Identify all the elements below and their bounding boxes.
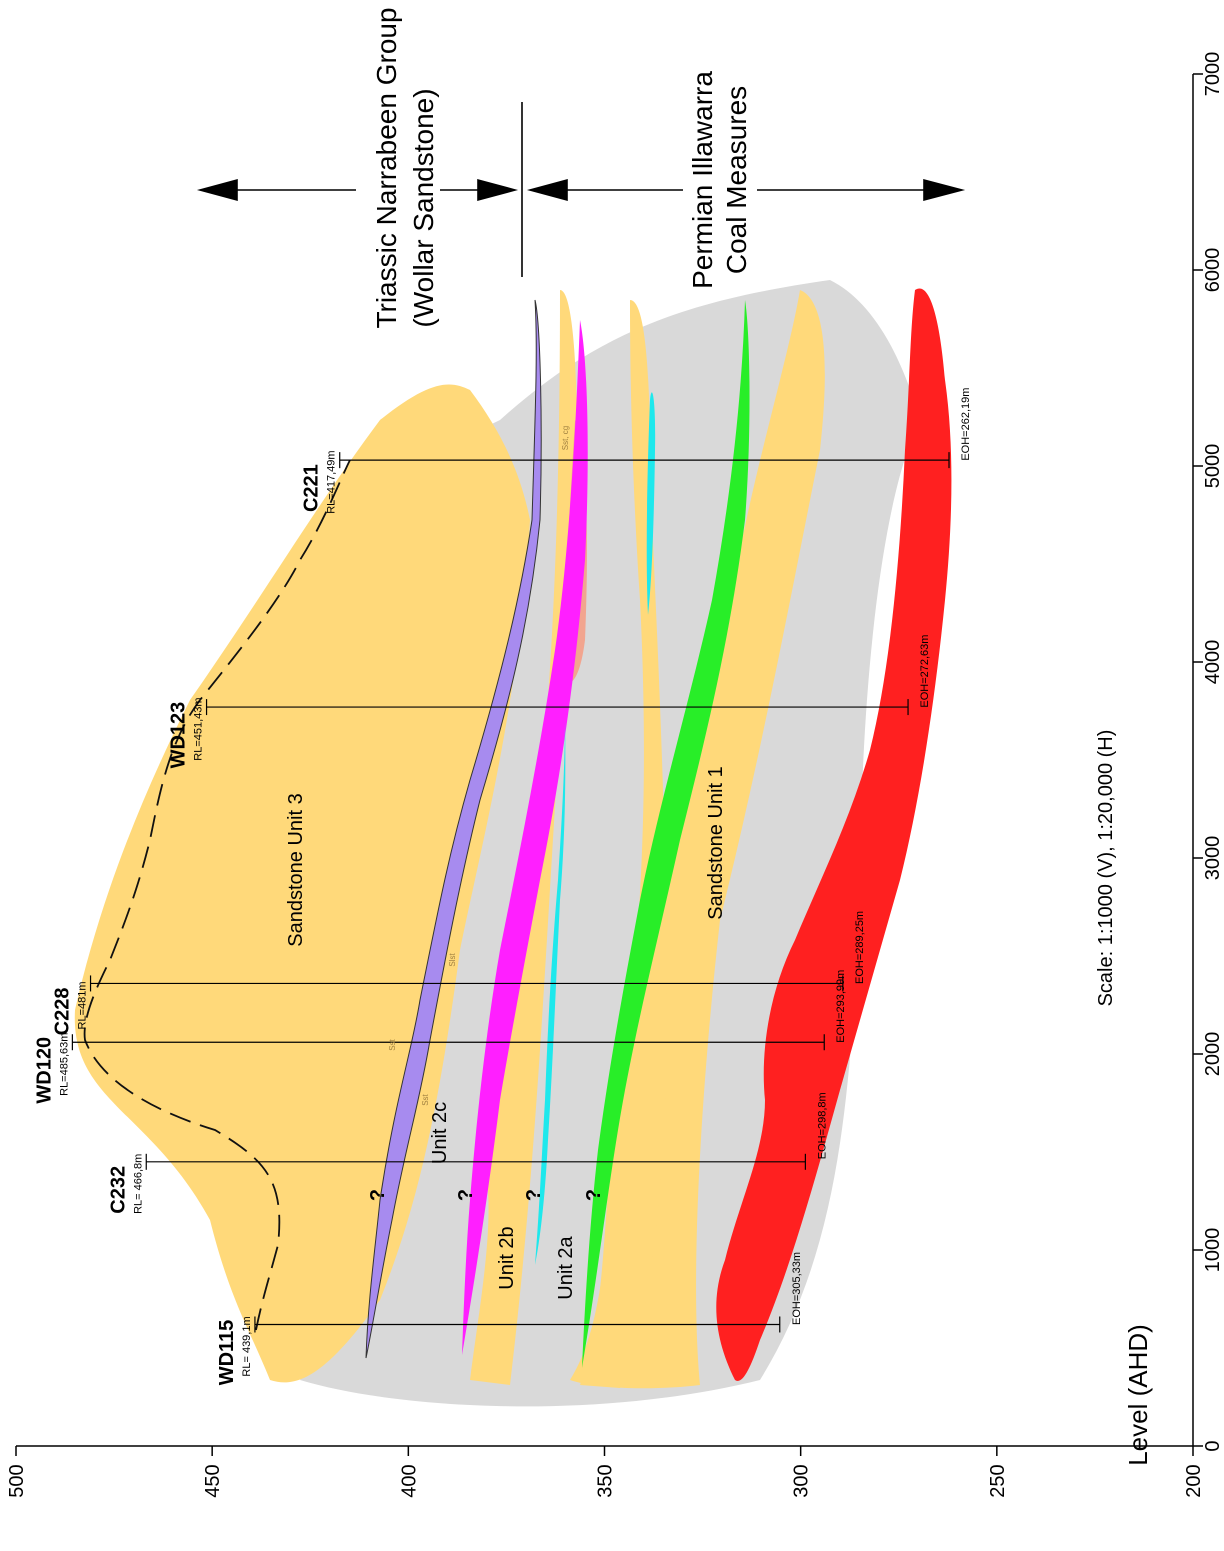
hole-eoh: EOH=289,25m — [854, 911, 866, 984]
label-sandstone-unit-1: Sandstone Unit 1 — [705, 766, 727, 919]
label-sandstone-unit-3: Sandstone Unit 3 — [285, 793, 307, 946]
level-tick-label: 300 — [791, 1464, 813, 1497]
level-tick-label: 350 — [595, 1464, 617, 1497]
level-tick-label: 200 — [1183, 1464, 1205, 1497]
litho-label-2: Sst — [388, 1038, 397, 1050]
hole-eoh: EOH=298,8m — [816, 1092, 828, 1159]
permian-arrowhead-right — [923, 178, 966, 202]
unit-2a-body — [535, 720, 566, 1265]
hole-name: WD120 — [33, 1037, 55, 1104]
hole-name: C228 — [52, 988, 74, 1036]
level-axis-title: Level (AHD) — [1123, 1324, 1153, 1466]
hole-rl: RL= 466,8m — [132, 1154, 144, 1214]
distance-tick-label: 6000 — [1202, 248, 1224, 293]
hole-name: WD115 — [216, 1320, 238, 1386]
distance-tick-label: 4000 — [1202, 640, 1224, 685]
distance-tick-label: 3000 — [1202, 836, 1224, 881]
litho-label-3: Slst — [448, 953, 457, 967]
triassic-arrowhead-left — [196, 178, 238, 202]
distance-tick-label: 7000 — [1202, 52, 1224, 97]
hole-rl: RL=417,49m — [326, 450, 338, 513]
permian-arrowhead-left — [526, 178, 568, 202]
level-tick-label: 250 — [987, 1464, 1009, 1497]
distance-tick-label: 1000 — [1202, 1228, 1224, 1273]
hole-rl: RL=485,63m — [58, 1033, 70, 1096]
strata-layers — [74, 280, 952, 1407]
triassic-arrowhead-right — [477, 178, 519, 202]
litho-label-4: Sst, cg — [561, 426, 570, 450]
erosional-surface-line — [83, 459, 351, 1331]
red-basal-unit — [716, 288, 952, 1381]
permian-label-line2: Coal Measures — [721, 86, 752, 274]
label-unit-2a: Unit 2a — [555, 1235, 577, 1299]
distance-tick-label: 2000 — [1202, 1032, 1224, 1077]
hole-rl: RL=481m — [77, 981, 89, 1029]
hole-name: C232 — [107, 1166, 129, 1214]
litho-label-1: Sst — [421, 1093, 430, 1105]
hole-eoh: EOH=293,99m — [835, 970, 847, 1043]
distance-tick-label: 0 — [1202, 1440, 1224, 1451]
triassic-label-line1: Triassic Narrabeen Group — [371, 7, 402, 328]
hole-name: C221 — [301, 464, 323, 512]
group-arrows — [196, 102, 966, 277]
label-unit-2b: Unit 2b — [496, 1226, 518, 1289]
hole-eoh: EOH=272,63m — [919, 635, 931, 708]
group-labels: Triassic Narrabeen Group (Wollar Sandsto… — [371, 7, 752, 328]
level-tick-label: 400 — [398, 1464, 420, 1497]
hole-rl: RL=451,43m — [193, 697, 205, 760]
green-unit-body — [582, 300, 750, 1368]
sandstone-unit-3-body — [74, 384, 530, 1383]
label-unit-2c: Unit 2c — [429, 1102, 451, 1164]
hole-eoh: EOH=262,19m — [960, 388, 972, 461]
unit-labels: Sandstone Unit 3 Unit 2c Unit 2b Unit 2a… — [285, 426, 727, 1300]
distance-tick-label: 5000 — [1202, 444, 1224, 489]
permian-label-line1: Permian Illawarra — [687, 71, 718, 289]
scale-label: Scale: 1:1000 (V), 1:20,000 (H) — [1095, 730, 1117, 1007]
question-mark-green: ? — [583, 1189, 605, 1201]
hole-rl: RL= 439,1m — [241, 1316, 253, 1376]
sandstone-lower-band — [580, 300, 667, 1388]
hole-name: WD123 — [168, 702, 190, 769]
question-mark-2b: ? — [455, 1189, 477, 1201]
question-mark-2c: ? — [367, 1189, 389, 1201]
unit-2a-east-lens — [646, 392, 656, 615]
level-tick-label: 500 — [6, 1464, 28, 1497]
hole-eoh: EOH=305,33m — [791, 1252, 803, 1325]
level-tick-label: 450 — [202, 1464, 224, 1497]
unit-2b-body — [462, 320, 588, 1355]
unit-2c-body — [365, 299, 542, 1359]
triassic-label-line2: (Wollar Sandstone) — [408, 88, 439, 327]
question-mark-2a: ? — [523, 1189, 545, 1201]
